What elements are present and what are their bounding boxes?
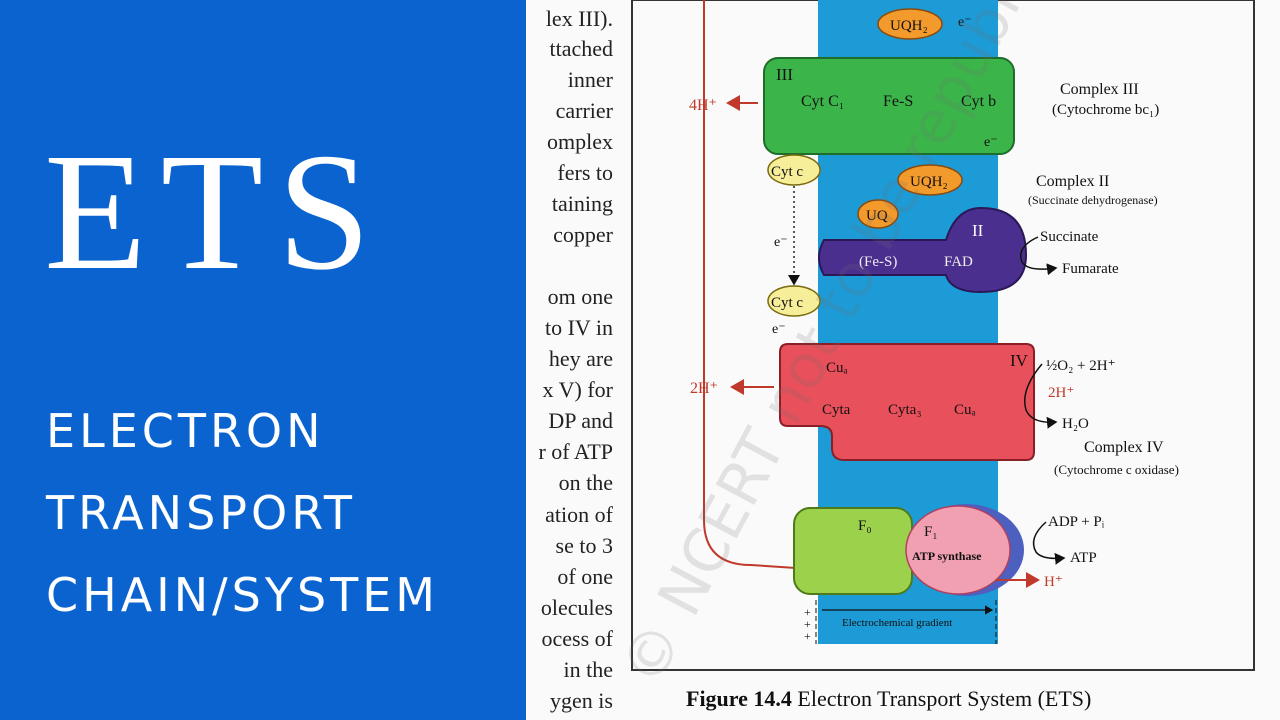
book-line: fers to	[557, 160, 613, 185]
complex4-proton-label: 2H⁺	[1048, 385, 1074, 401]
figure-caption: Figure 14.4 Electron Transport System (E…	[686, 686, 1091, 712]
adp-label: ADP + Pᵢ	[1048, 514, 1105, 530]
book-line: hey are	[548, 346, 613, 371]
book-line: x V) for	[542, 377, 613, 402]
gradient-label: Electrochemical gradient	[842, 617, 952, 629]
book-line: olecules	[540, 595, 613, 620]
caption-text: Electron Transport System (ETS)	[797, 686, 1092, 711]
book-line: copper	[553, 222, 613, 247]
plus-signs: +	[804, 605, 811, 619]
electron-label: e⁻	[958, 15, 972, 30]
book-line: ocess of	[541, 626, 613, 651]
uq-label: UQ	[866, 208, 888, 224]
cyt-c-bottom-carrier	[767, 285, 821, 317]
fumarate-label: Fumarate	[1062, 261, 1119, 277]
book-line: in the	[563, 657, 614, 682]
subtitle-line-1: ELECTRON	[46, 404, 325, 458]
uqh2-top-carrier	[877, 8, 943, 40]
cyta-label: Cyta	[822, 402, 851, 418]
plus-signs: +	[804, 629, 811, 643]
f0-label: F₀	[858, 518, 872, 534]
complex2-fes-label: (Fe-S)	[859, 254, 897, 270]
complex2-roman: II	[972, 221, 984, 240]
subtitle-line-3: CHAIN/SYSTEM	[46, 568, 439, 622]
water-label: H₂O	[1062, 416, 1089, 432]
complex2-desc: (Succinate dehydrogenase)	[1028, 193, 1158, 207]
cyt-c-bottom-label: Cyt c	[771, 295, 803, 311]
book-line: r of ATP	[538, 439, 613, 464]
cyt-c-top-label: Cyt c	[771, 164, 803, 180]
textbook-page: lex III). ttached inner carrier omplex f…	[526, 0, 1280, 720]
complex3-box	[763, 57, 1015, 155]
complex4-name: Complex IV	[1084, 439, 1164, 456]
book-line: DP and	[548, 408, 613, 433]
uq-carrier	[857, 199, 899, 229]
book-line: ttached	[549, 36, 613, 61]
acronym-title: ETS	[44, 119, 385, 305]
cyta3-label: Cyta₃	[888, 402, 922, 418]
complex3-desc: (Cytochrome bc₁)	[1052, 102, 1159, 118]
fad-label: FAD	[944, 254, 973, 270]
oxygen-arrow	[1024, 363, 1058, 429]
book-line: inner	[567, 67, 613, 92]
book-line: to IV in	[544, 315, 613, 340]
atp-label: ATP	[1070, 550, 1097, 566]
proton-4h-label: 4H⁺	[689, 97, 717, 114]
f1-label: F₁	[924, 524, 938, 540]
book-line: ygen is	[550, 688, 613, 713]
book-line: ation of	[545, 502, 613, 527]
cyt-c1-label: Cyt C₁	[801, 93, 844, 110]
complex2-shape	[818, 206, 1028, 294]
f0-unit	[793, 507, 913, 595]
title-panel: ETS ELECTRON TRANSPORT CHAIN/SYSTEM	[0, 0, 526, 720]
ets-diagram: III Cyt C₁ Fe-S Cyt b Complex III (Cytoc…	[607, 0, 1255, 697]
book-line: taining	[551, 191, 613, 216]
book-line: omplex	[547, 129, 613, 154]
plus-signs: +	[804, 617, 811, 631]
cua3-label: Cuₐ	[954, 402, 976, 418]
complex4-desc: (Cytochrome c oxidase)	[1054, 462, 1179, 477]
cyt-b-label: Cyt b	[961, 93, 996, 110]
book-line: carrier	[555, 98, 613, 123]
proton-2h-label: 2H⁺	[690, 380, 718, 397]
cyt-c-top-carrier	[767, 154, 821, 186]
electron-label: e⁻	[984, 135, 998, 150]
complex2-name: Complex II	[1036, 173, 1109, 190]
book-line: om one	[547, 284, 613, 309]
book-line: on the	[558, 470, 613, 495]
succinate-arrow	[1020, 236, 1058, 276]
book-line: lex III).	[545, 6, 613, 31]
h-out-label: H⁺	[1044, 574, 1063, 590]
uqh2-top-label: UQH₂	[890, 18, 928, 34]
complex3-name: Complex III	[1060, 81, 1139, 98]
book-line: se to 3	[555, 533, 613, 558]
adp-arrow	[1032, 521, 1066, 565]
cua-label: Cuₐ	[826, 360, 848, 376]
complex3-roman: III	[776, 65, 793, 84]
oxygen-label: ½O₂ + 2H⁺	[1046, 358, 1116, 374]
f1-unit	[905, 505, 1011, 595]
fe-s-label: Fe-S	[883, 93, 913, 110]
complex4-roman: IV	[1010, 351, 1029, 370]
subtitle-line-2: TRANSPORT	[46, 486, 356, 540]
electron-label: e⁻	[772, 322, 786, 337]
uqh2-mid-carrier	[897, 164, 963, 196]
uqh2-mid-label: UQH₂	[910, 174, 948, 190]
complex4-shape	[779, 343, 1035, 461]
electron-label: e⁻	[774, 235, 788, 250]
atp-synthase-label: ATP synthase	[912, 549, 982, 563]
succinate-label: Succinate	[1040, 229, 1099, 245]
figure-frame	[631, 0, 1255, 671]
book-line: of one	[557, 564, 613, 589]
caption-label: Figure 14.4	[686, 686, 792, 711]
